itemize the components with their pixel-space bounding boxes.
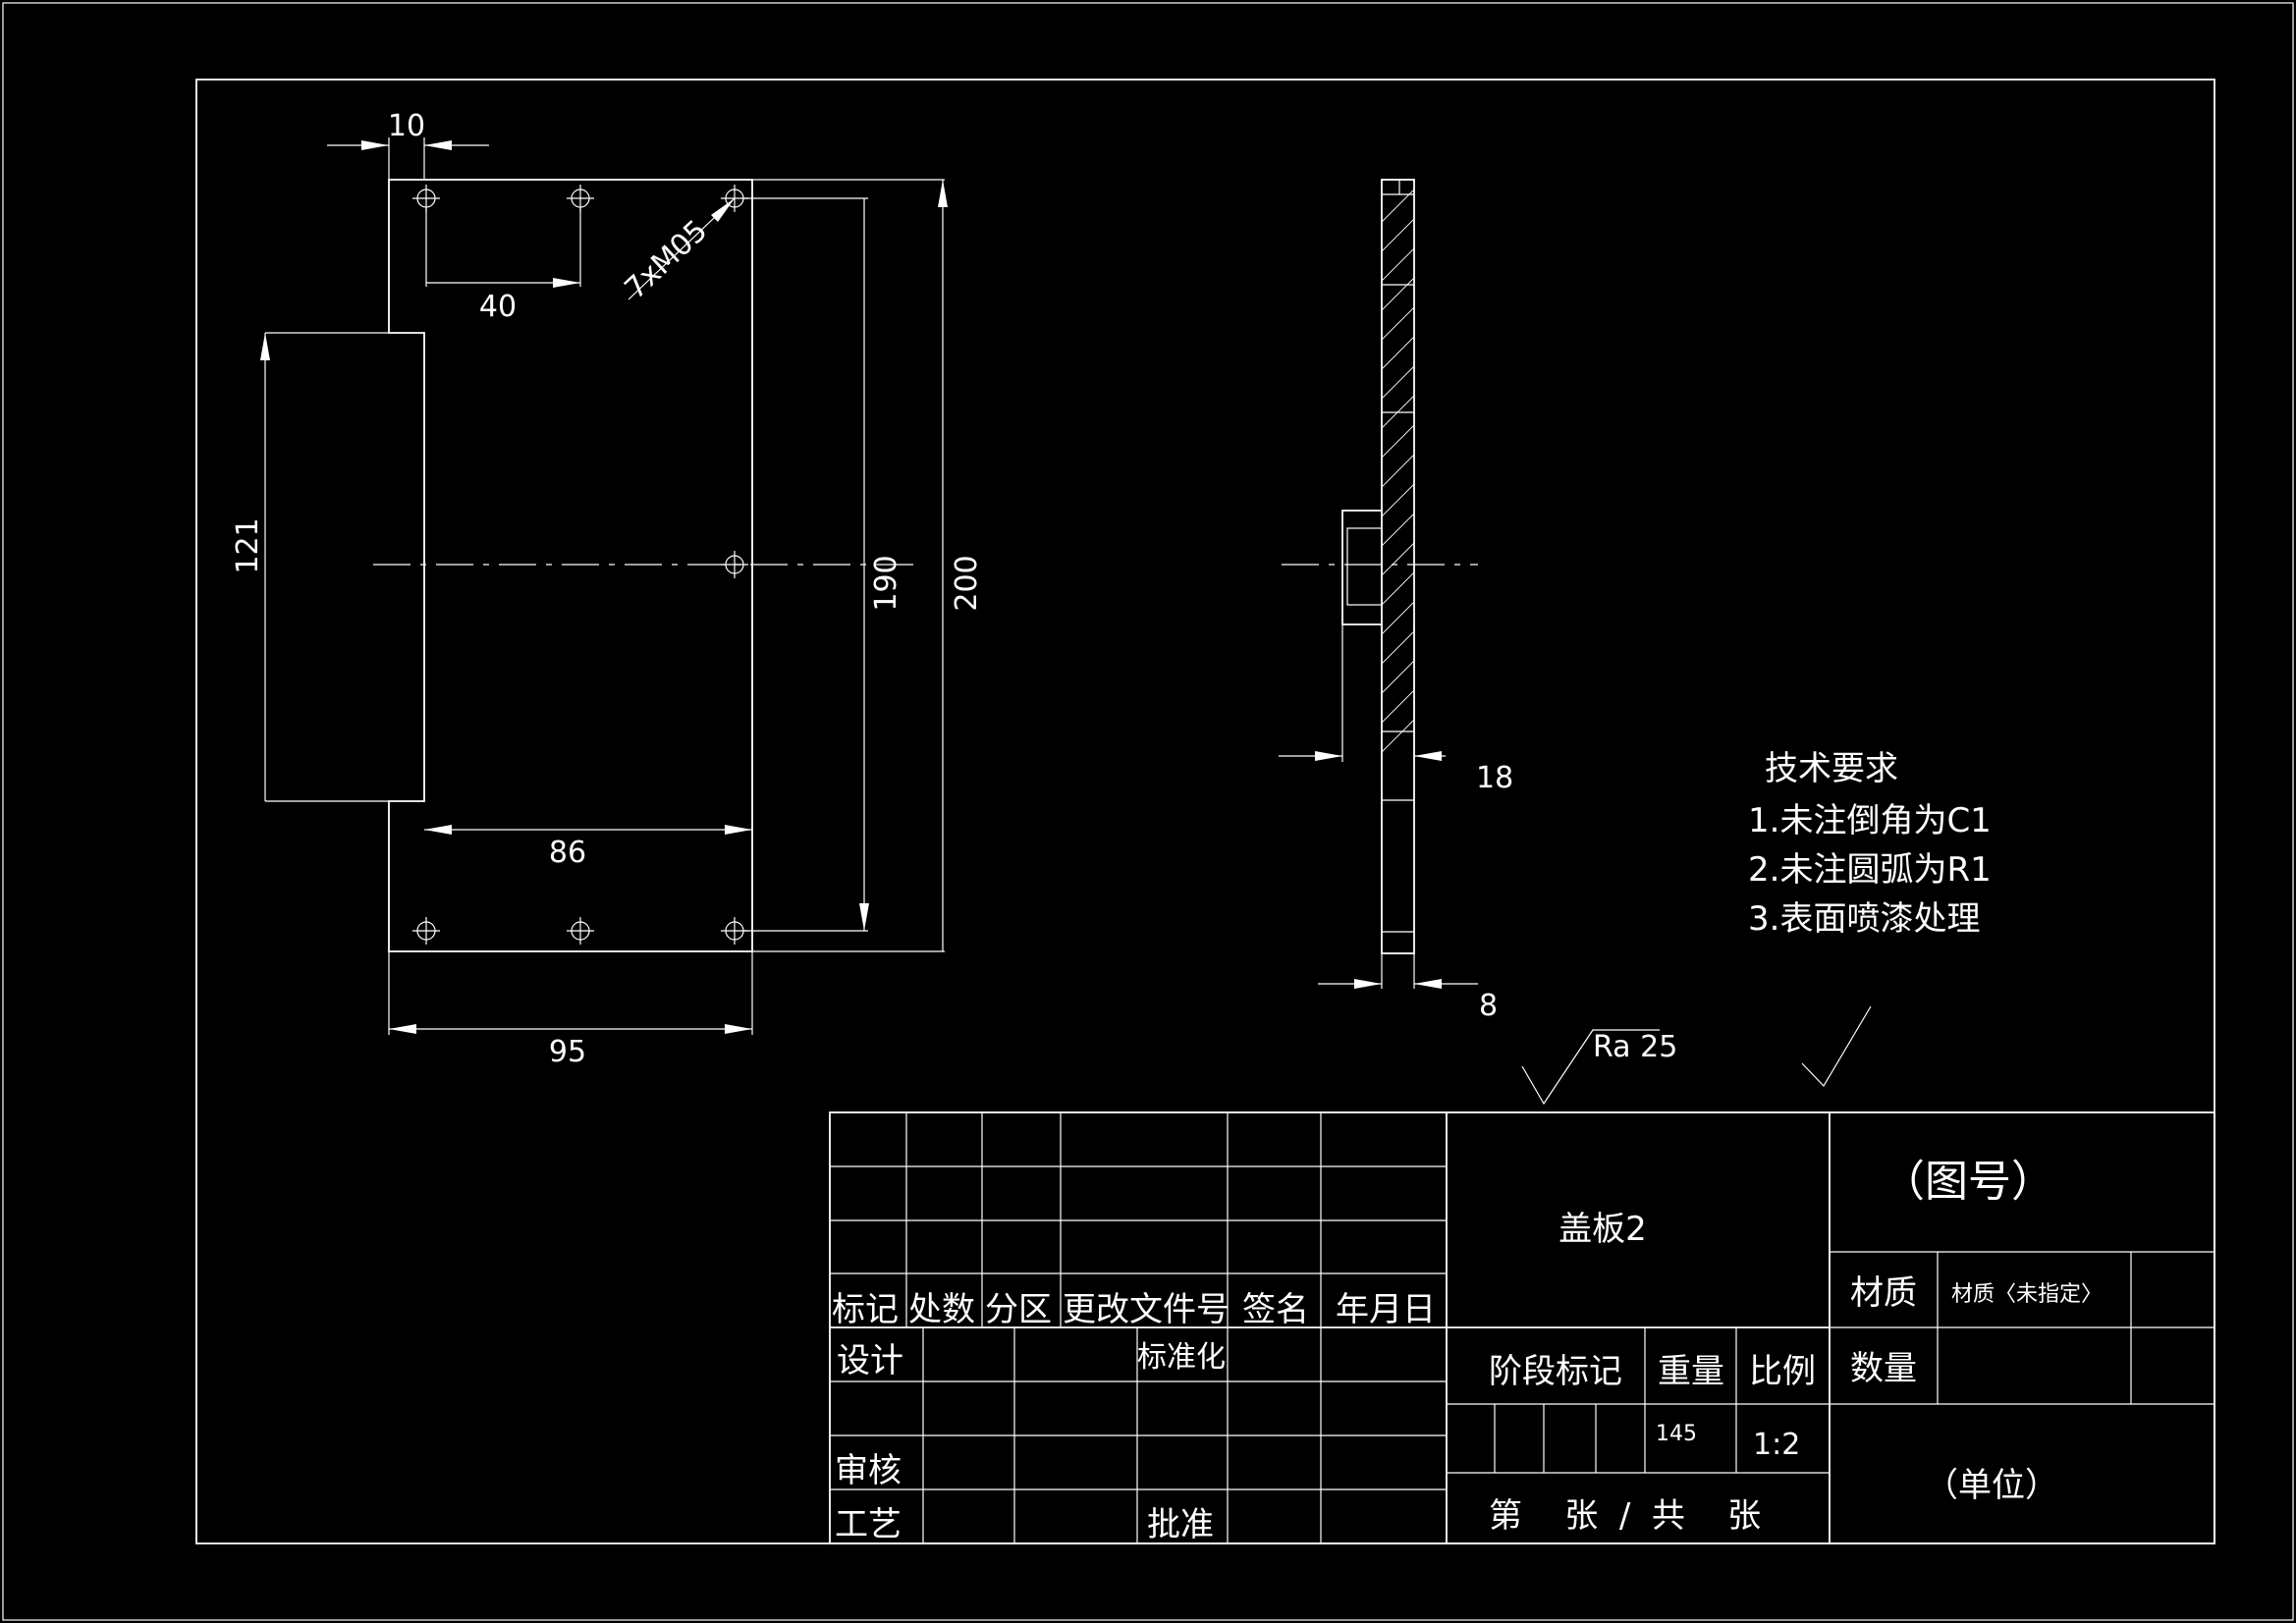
- rev-header: 标记: [832, 1290, 899, 1329]
- dim-label: 190: [869, 555, 903, 611]
- tech-item: 3.表面喷漆处理: [1748, 899, 1980, 939]
- roughness-label: Ra 25: [1593, 1030, 1677, 1064]
- surface-finish-symbol: Ra 25: [1521, 1029, 1677, 1106]
- unit-label: （单位）: [1925, 1466, 2058, 1505]
- technical-requirements: 技术要求 1.未注倒角为C1 2.未注圆弧为R1 3.表面喷漆处理: [1748, 749, 1992, 939]
- tech-item: 2.未注圆弧为R1: [1748, 850, 1992, 890]
- dim-label: 8: [1479, 989, 1498, 1023]
- rev-header: 年月日: [1336, 1290, 1436, 1329]
- dim-label: 200: [950, 555, 984, 611]
- design-label: 设计: [837, 1341, 903, 1380]
- hatching: [1382, 189, 1414, 753]
- material-value: 材质〈未指定〉: [1951, 1282, 2103, 1307]
- drawing-number: （图号）: [1882, 1157, 2054, 1207]
- hole: [721, 917, 748, 945]
- dim-10: 10: [327, 109, 489, 180]
- surface-finish-general-symbol: [1801, 1005, 1872, 1087]
- front-view: 10 40 7xM05 121 190: [231, 109, 984, 1069]
- dim-label: 86: [549, 836, 586, 870]
- dim-18: 18: [1279, 624, 1513, 795]
- tech-item: 1.未注倒角为C1: [1748, 801, 1992, 840]
- dim-label: 18: [1476, 761, 1513, 795]
- dim-label: 121: [231, 517, 265, 573]
- weight-label: 重量: [1658, 1352, 1724, 1391]
- tech-title: 技术要求: [1765, 749, 1898, 788]
- title-block: （图号） 材质 材质〈未指定〉 数量 （单位） 盖板2 阶段标记 重量 比例 1…: [829, 1111, 2215, 1544]
- rev-header: 签名: [1242, 1290, 1309, 1329]
- rev-header: 处数: [908, 1290, 975, 1329]
- process-label: 工艺: [835, 1505, 902, 1544]
- stage-mark-label: 阶段标记: [1489, 1352, 1622, 1391]
- dim-8: 8: [1318, 953, 1498, 1023]
- sheet-info: 第 张 / 共 张: [1489, 1496, 1761, 1536]
- standardization-label: 标准化: [1137, 1340, 1226, 1375]
- dim-label: 7xM05: [619, 213, 715, 305]
- dim-86: 86: [424, 825, 752, 870]
- scale-value: 1:2: [1753, 1428, 1800, 1462]
- review-label: 审核: [835, 1451, 902, 1490]
- material-label: 材质: [1850, 1273, 1917, 1313]
- hole: [567, 917, 594, 945]
- rev-header: 分区: [985, 1290, 1052, 1329]
- scale-label: 比例: [1749, 1352, 1816, 1391]
- dim-label: 10: [388, 109, 425, 143]
- dim-190: 190: [744, 197, 903, 932]
- hole: [567, 185, 594, 212]
- dim-95: 95: [388, 951, 753, 1069]
- hole: [412, 185, 440, 212]
- dim-121: 121: [231, 333, 270, 801]
- dim-40: 40: [425, 208, 581, 324]
- dim-200: 200: [752, 179, 984, 952]
- mounting-holes: [412, 185, 748, 945]
- hole: [721, 551, 748, 578]
- quantity-label: 数量: [1850, 1349, 1917, 1388]
- rev-header: 更改文件号: [1063, 1290, 1230, 1329]
- part-name: 盖板2: [1558, 1210, 1647, 1249]
- dim-label: 40: [479, 290, 517, 324]
- hole-callout: 7xM05: [619, 197, 736, 306]
- side-view: 18 8: [1279, 179, 1513, 1023]
- approval-label: 批准: [1147, 1505, 1214, 1544]
- weight-value: 145: [1656, 1422, 1697, 1446]
- dim-label: 95: [549, 1035, 586, 1069]
- hole: [412, 917, 440, 945]
